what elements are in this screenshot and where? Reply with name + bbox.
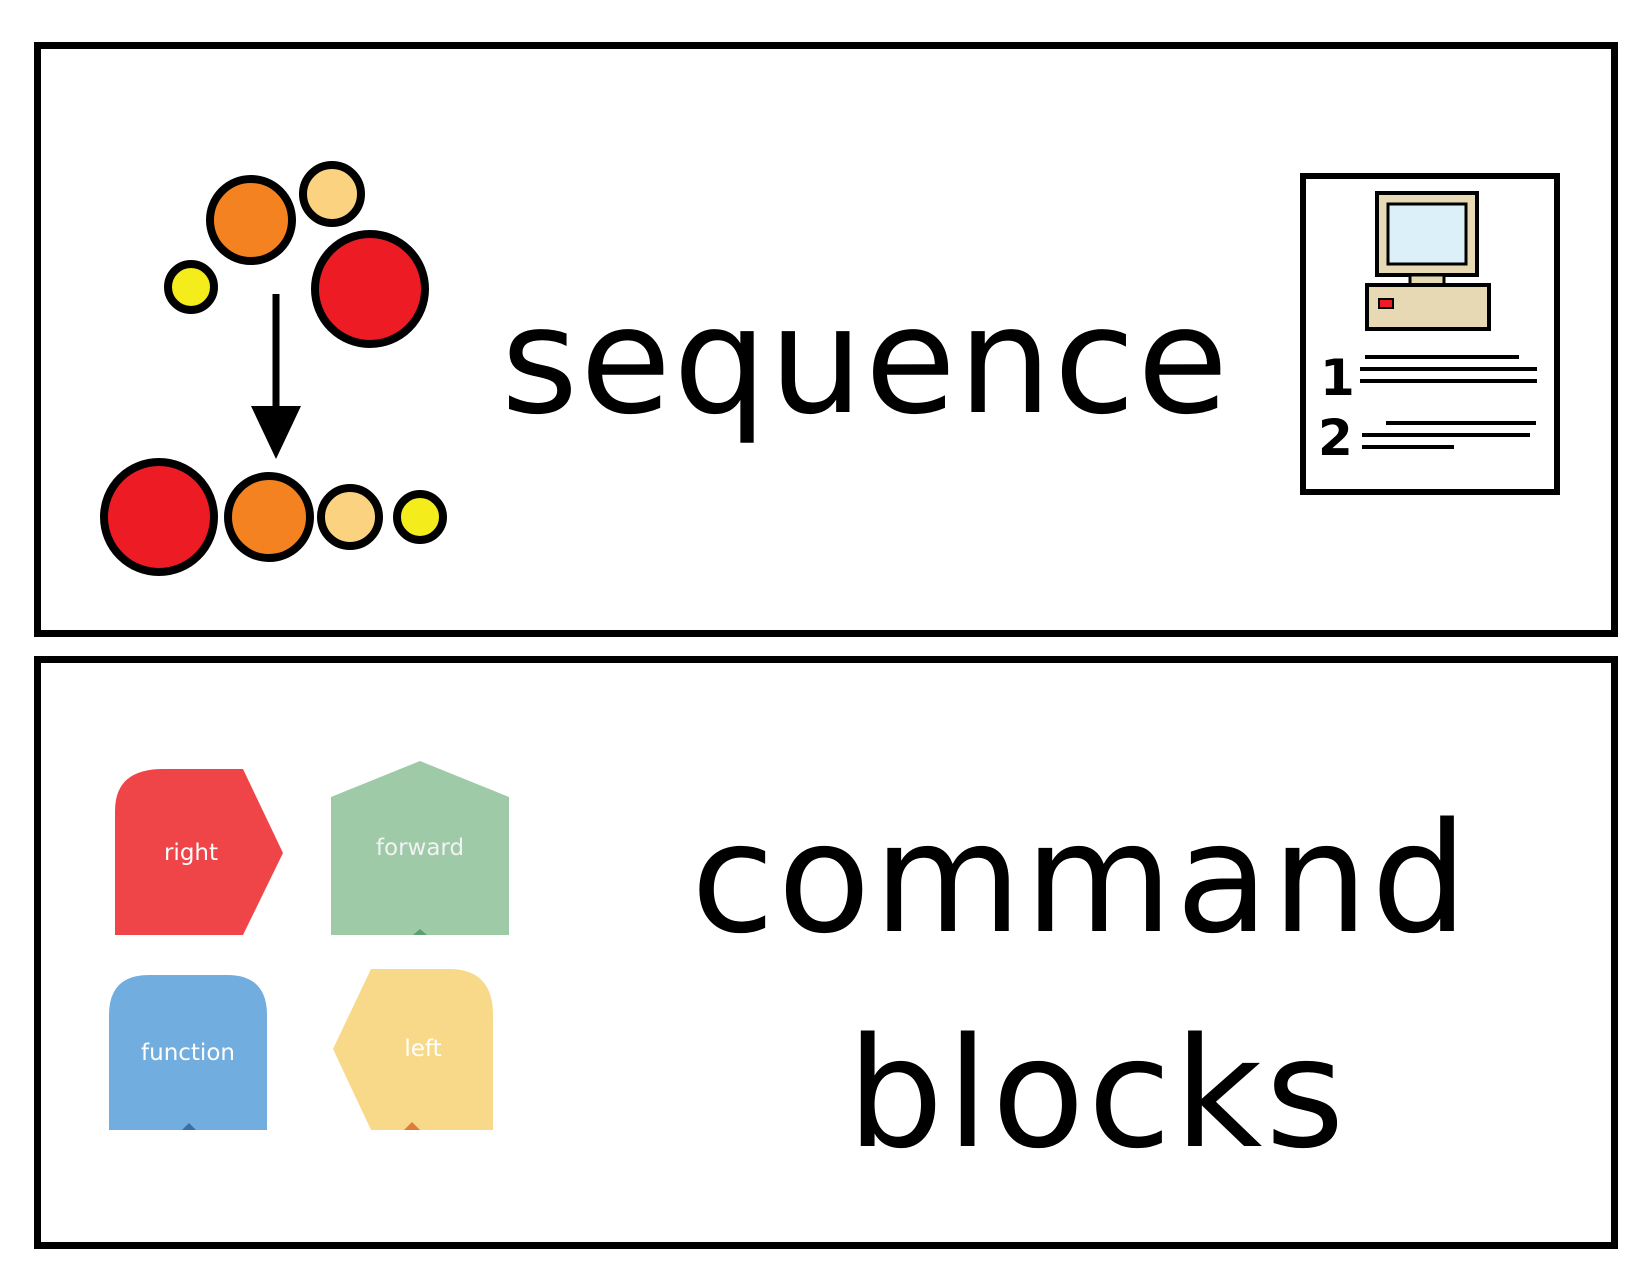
block-forward: forward: [331, 761, 509, 935]
orange-circle: [206, 175, 296, 265]
command-blocks-card: right forward function left command bloc…: [34, 656, 1618, 1249]
block-right: right: [115, 769, 283, 935]
computer-numbered-list-icon: 1 2: [1300, 173, 1560, 495]
blocks-word: blocks: [847, 1005, 1348, 1182]
sequence-card: sequence 1 2: [34, 42, 1618, 637]
peach-circle: [299, 161, 365, 227]
block-left-label: left: [404, 1036, 441, 1062]
step-number-2: 2: [1318, 409, 1353, 467]
yellow-circle: [164, 260, 218, 314]
block-right-label: right: [164, 840, 218, 866]
command-blocks-icon: right forward function left: [109, 761, 509, 1130]
ordered-orange-circle: [224, 472, 314, 562]
block-function: function: [109, 975, 267, 1130]
step-number-1: 1: [1320, 349, 1355, 407]
ordered-peach-circle: [317, 484, 383, 550]
sequence-word: sequence: [501, 275, 1231, 447]
circles-sequence-icon: [100, 161, 447, 576]
red-circle: [311, 230, 429, 348]
block-function-label: function: [141, 1040, 235, 1066]
ordered-red-circle: [100, 458, 218, 576]
arrowhead-icon: [251, 406, 301, 459]
ordered-yellow-circle: [393, 490, 447, 544]
command-word: command: [691, 790, 1471, 967]
block-forward-label: forward: [376, 835, 464, 861]
block-left: left: [333, 969, 493, 1130]
